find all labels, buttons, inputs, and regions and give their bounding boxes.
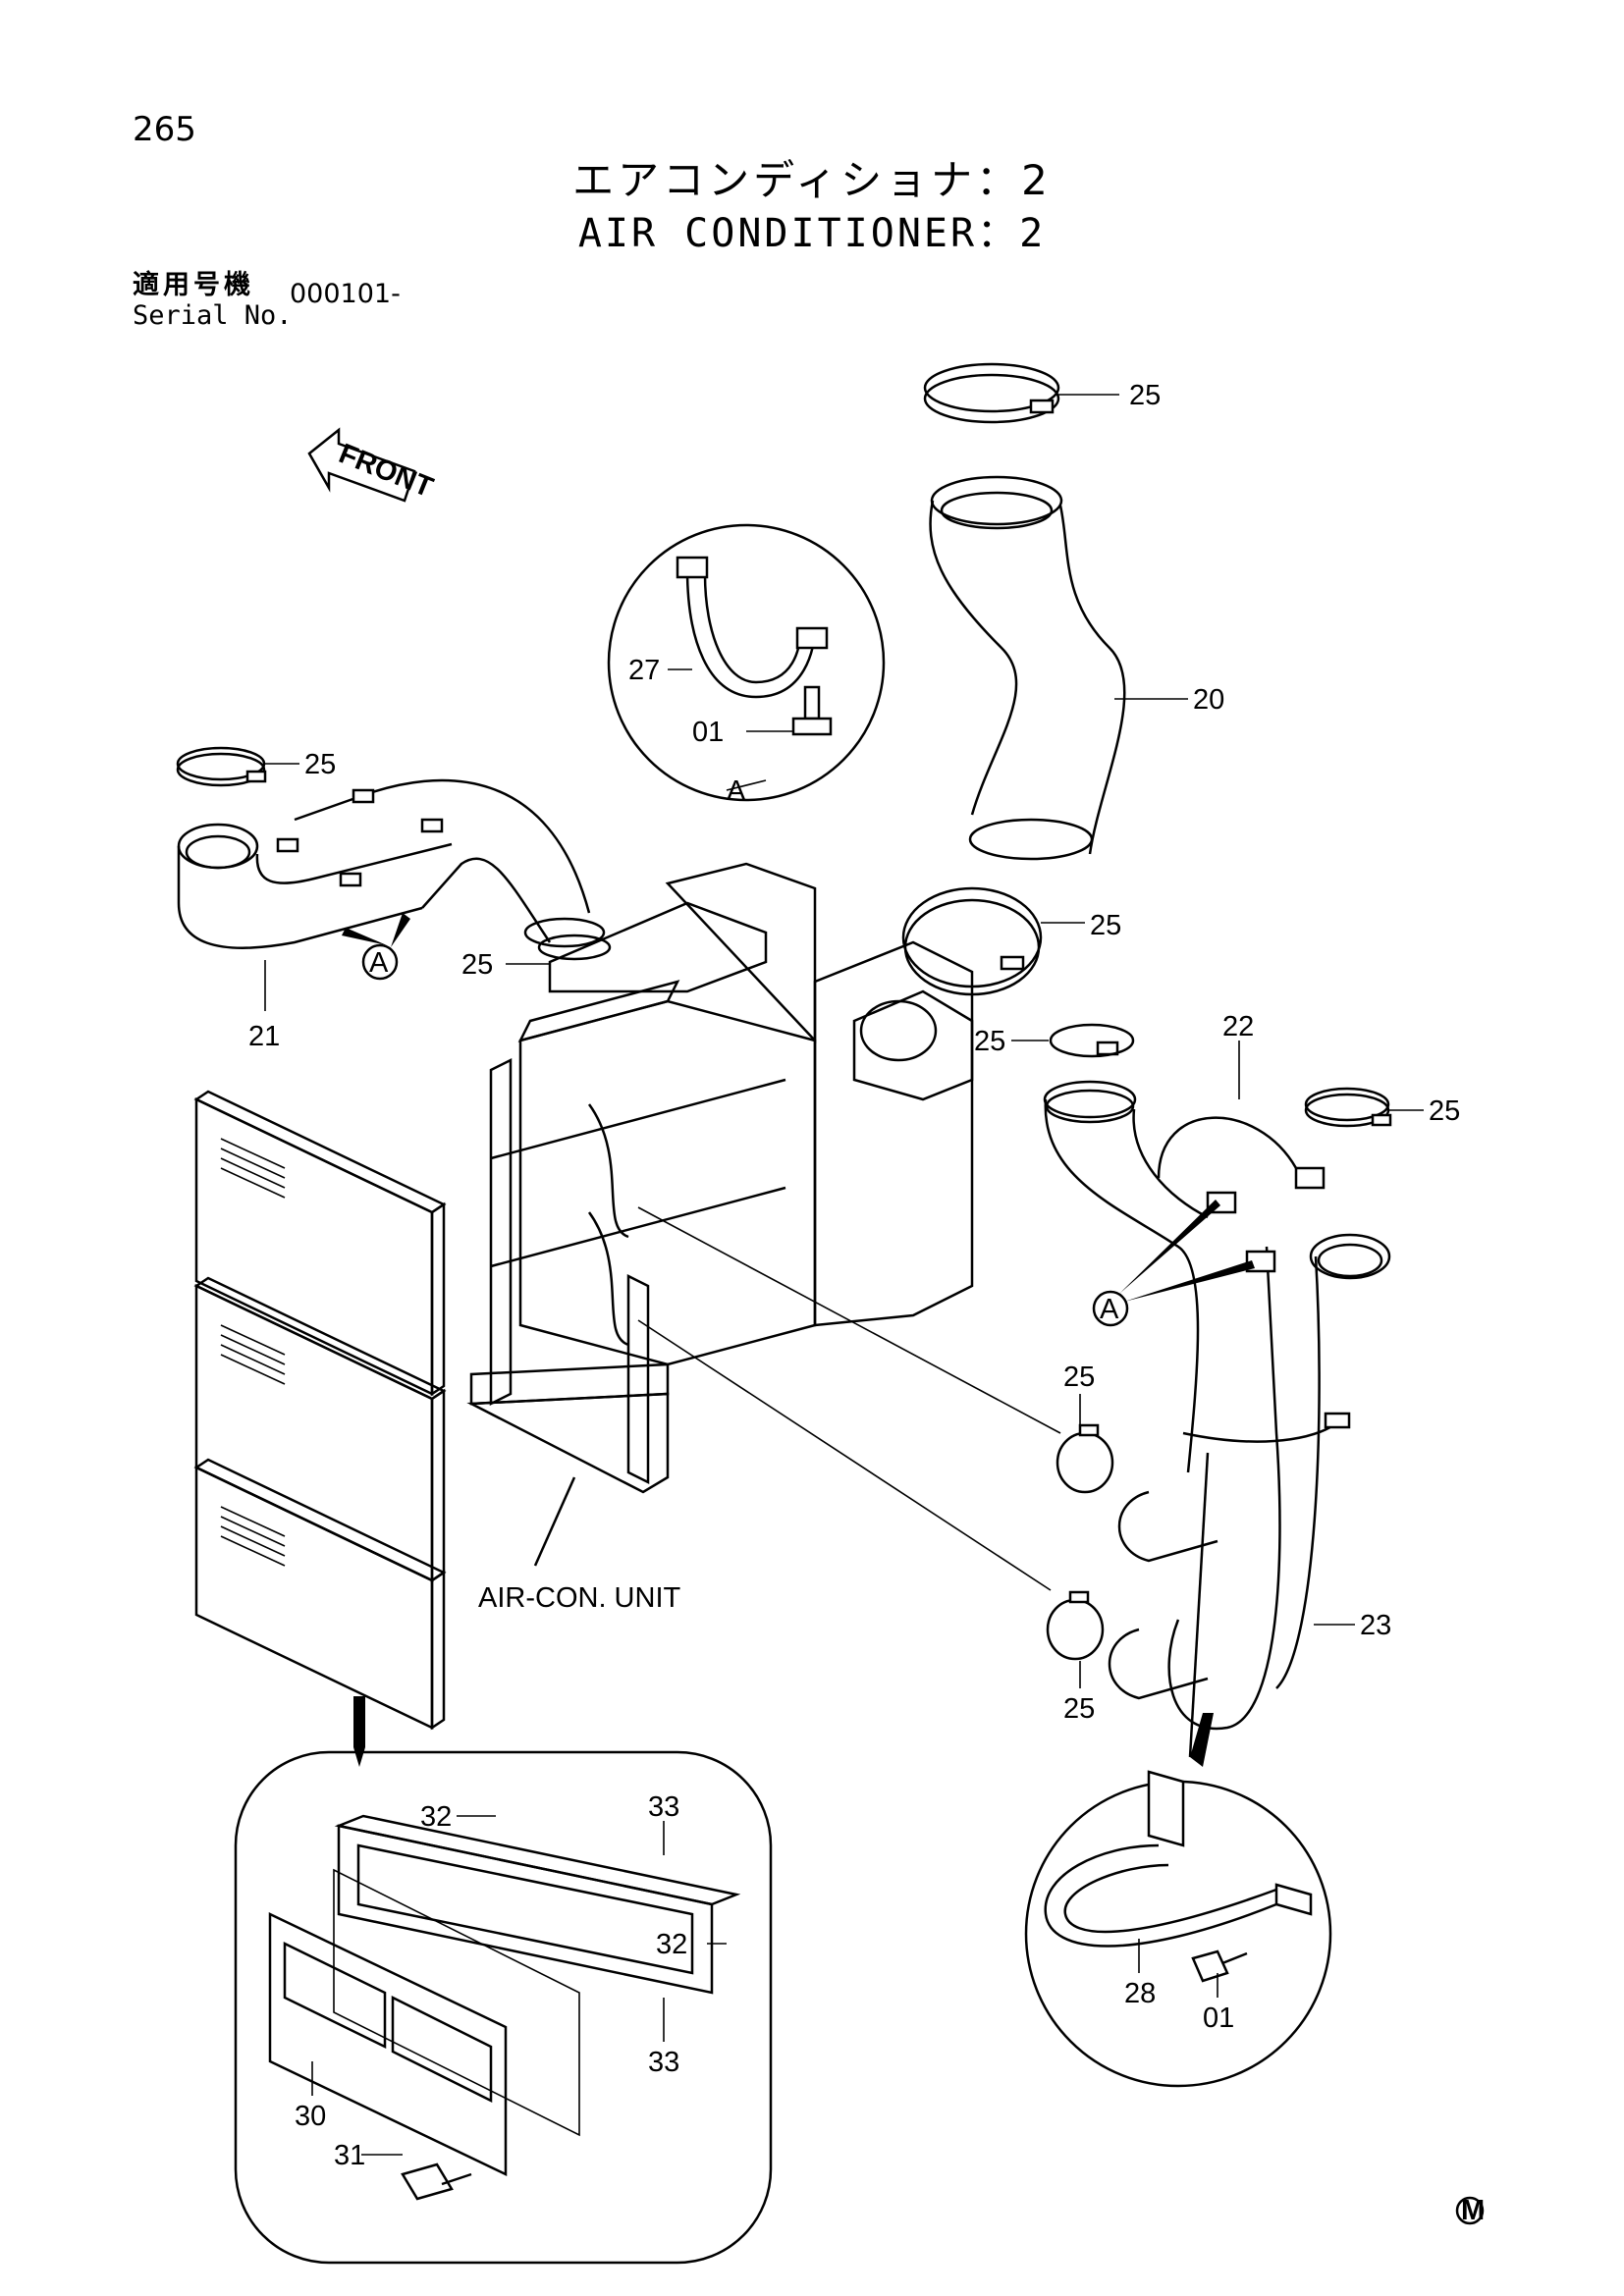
callout-32-right: 32: [656, 1929, 687, 1960]
m-mark: M: [1455, 2195, 1485, 2226]
callout-25-right-top: 25: [974, 1026, 1005, 1057]
cover-panels: [193, 1090, 447, 1767]
callout-23: 23: [1360, 1610, 1391, 1641]
callout-28: 28: [1124, 1978, 1156, 2009]
panel-detail-box: [234, 1750, 773, 2265]
callout-32-top: 32: [420, 1801, 452, 1833]
page-number: 265: [133, 110, 196, 149]
callout-21: 21: [248, 1021, 280, 1052]
clamp-detail-circle: [1024, 1770, 1332, 2088]
callout-25-hose20: 25: [1090, 910, 1121, 941]
hose-20: [901, 362, 1126, 996]
callout-01-detail-a: 01: [692, 717, 724, 748]
callout-31: 31: [334, 2140, 365, 2171]
marker-a-right: A: [1092, 1200, 1255, 1327]
callout-33-bottom: 33: [648, 2047, 679, 2078]
callout-25-left: 25: [304, 749, 336, 780]
callout-25-unit: 25: [461, 949, 493, 981]
callout-25-top: 25: [1129, 380, 1161, 411]
serial-number-value: 000101-: [290, 279, 401, 309]
leader-lines: [264, 394, 1424, 2156]
callout-22: 22: [1222, 1011, 1254, 1042]
air-con-unit-label: AIR-CON. UNIT: [478, 1582, 681, 1614]
hose-22-23: [1043, 1023, 1392, 1767]
page-title-japanese: エアコンディショナ：2: [572, 156, 1052, 204]
callout-20: 20: [1193, 684, 1224, 716]
air-con-unit: [466, 862, 1061, 1591]
callout-25-far-right: 25: [1429, 1095, 1460, 1127]
serial-label-english: Serial No.: [133, 300, 293, 331]
marker-a-left: A: [342, 913, 410, 981]
callout-30: 30: [295, 2101, 326, 2132]
marker-a-right-label: A: [1100, 1294, 1119, 1325]
page-title-english: AIR CONDITIONER：2: [577, 211, 1047, 256]
callout-25-mid: 25: [1063, 1362, 1095, 1393]
detail-a-circle: [607, 523, 886, 802]
marker-a-left-label: A: [369, 947, 389, 979]
detail-a-label: A: [727, 775, 746, 807]
m-mark-label: M: [1461, 2195, 1485, 2226]
hose-21: [176, 746, 612, 961]
callout-01-clamp: 01: [1203, 2002, 1234, 2034]
front-arrow: FRONT: [307, 427, 438, 504]
callout-33-top: 33: [648, 1791, 679, 1823]
serial-label-japanese: 適用号機: [133, 270, 254, 300]
callout-27: 27: [628, 655, 660, 686]
callout-25-low: 25: [1063, 1693, 1095, 1725]
